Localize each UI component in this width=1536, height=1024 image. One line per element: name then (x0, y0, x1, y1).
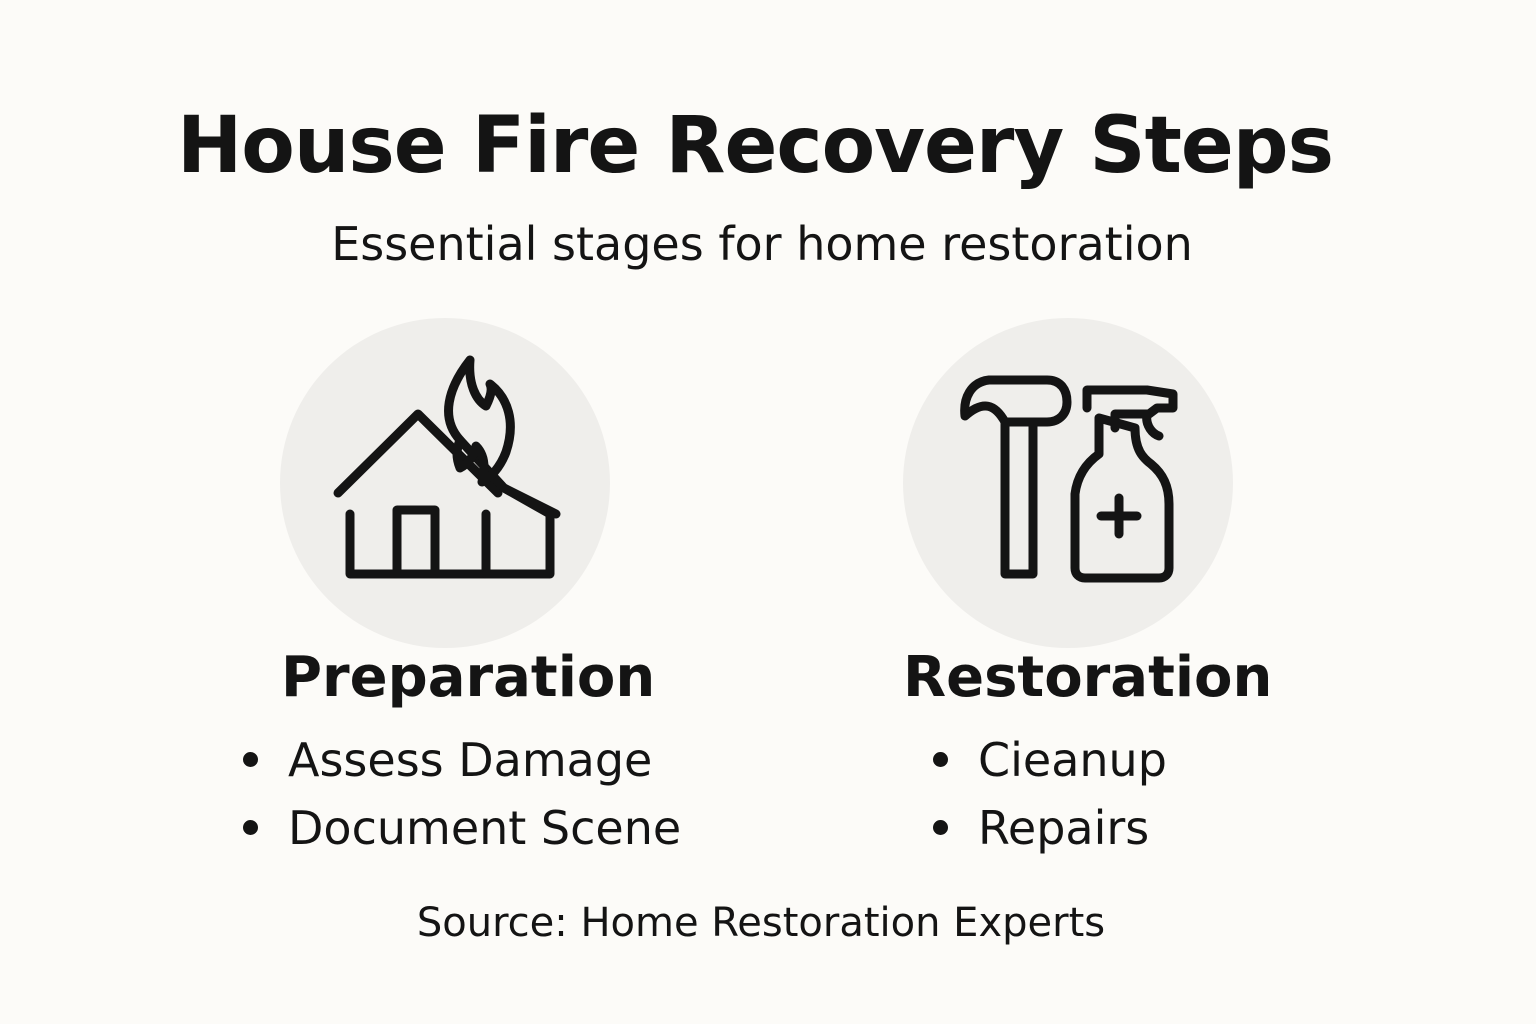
page-subtitle: Essential stages for home restoration (331, 217, 1193, 271)
source-credit: Source: Home Restoration Experts (416, 900, 1106, 946)
list-item-label: Document Scene (288, 801, 682, 855)
bullet-icon (933, 752, 948, 767)
bullet-icon (243, 820, 258, 835)
bullet-icon (243, 752, 258, 767)
bullet-icon (933, 820, 948, 835)
restoration-icon-circle (903, 318, 1233, 648)
section-heading-preparation: Preparation (281, 645, 656, 710)
hammer-and-spray-bottle-icon (960, 375, 1178, 583)
preparation-icon-circle (280, 318, 610, 648)
house-fire-icon (333, 355, 561, 579)
page-title: House Fire Recovery Steps (176, 101, 1334, 191)
section-heading-restoration: Restoration (903, 645, 1273, 710)
list-item-label: Cieanup (978, 733, 1167, 787)
list-item-label: Repairs (978, 801, 1150, 855)
list-item-label: Assess Damage (288, 733, 653, 787)
